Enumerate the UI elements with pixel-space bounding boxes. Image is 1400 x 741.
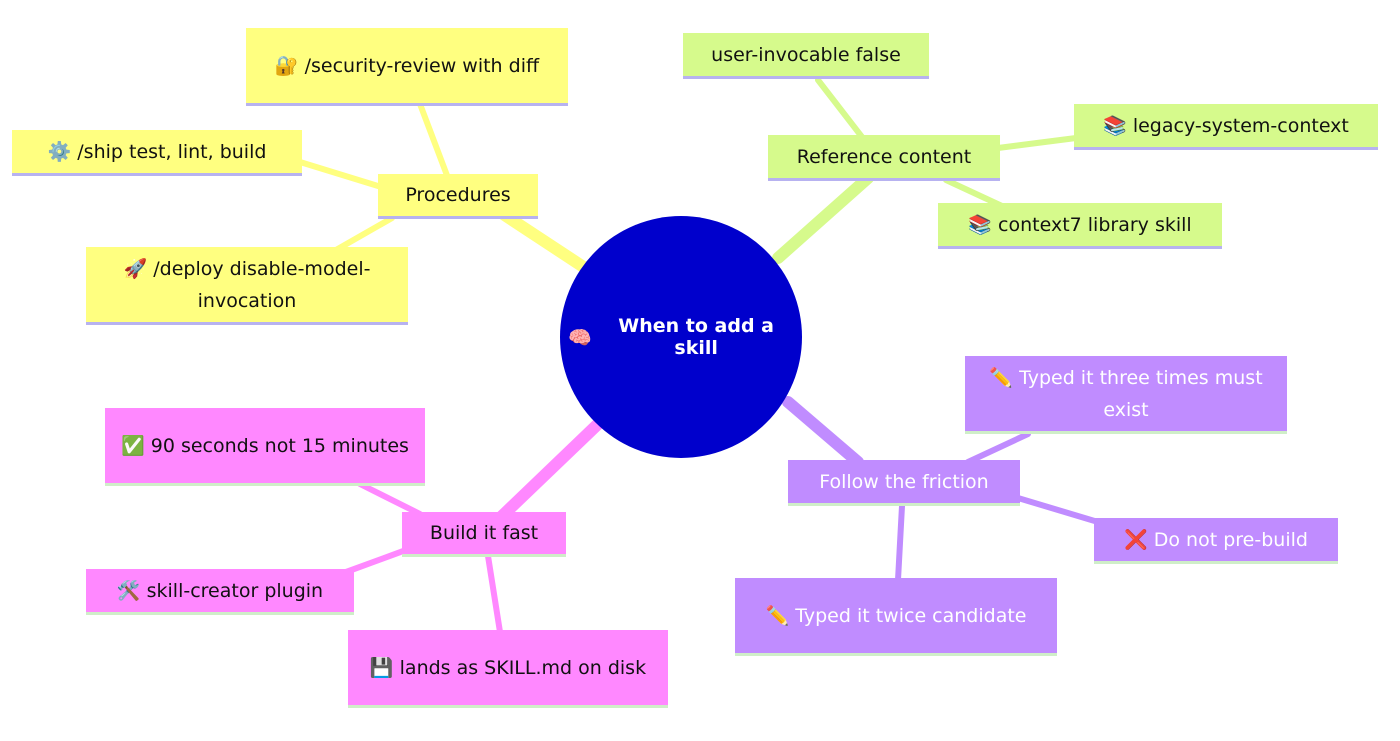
lock-icon: 🔐 xyxy=(274,54,299,77)
books-icon: 📚 xyxy=(1103,114,1127,137)
leaf-ninety-seconds[interactable]: ✅ 90 seconds not 15 minutes xyxy=(105,408,425,486)
branch-label: Build it fast xyxy=(429,522,539,544)
floppy-disk-icon: 💾 xyxy=(369,656,394,679)
pencil-icon: ✏️ xyxy=(989,366,1014,389)
edge-procedures-ship xyxy=(297,159,381,189)
leaf-typed-three-times[interactable]: ✏️ Typed it three times must exist xyxy=(965,356,1287,434)
leaf-label: lands as SKILL.md on disk xyxy=(399,656,647,679)
leaf-deploy[interactable]: 🚀 /deploy disable-model-invocation xyxy=(86,247,408,325)
edge-procedures-deploy xyxy=(333,215,395,253)
leaf-label: legacy-system-context xyxy=(1132,114,1349,137)
edge-reference-context7 xyxy=(943,177,1005,209)
edge-center-build xyxy=(494,418,604,524)
leaf-label: user-invocable false xyxy=(711,43,901,66)
pencil-icon: ✏️ xyxy=(765,604,790,627)
center-label: When to add a skill xyxy=(618,315,775,359)
check-icon: ✅ xyxy=(121,434,145,457)
branch-procedures[interactable]: Procedures xyxy=(378,174,538,219)
leaf-context7[interactable]: 📚 context7 library skill xyxy=(938,203,1222,249)
leaf-label: Typed it three times must exist xyxy=(1019,366,1263,421)
leaf-label: skill-creator plugin xyxy=(146,579,324,602)
edge-build-creator xyxy=(343,547,409,575)
leaf-typed-twice[interactable]: ✏️ Typed it twice candidate xyxy=(735,578,1057,656)
edge-friction-twice xyxy=(895,503,905,583)
edge-reference-legacy xyxy=(995,135,1079,151)
leaf-label: /security-review with diff xyxy=(304,54,540,77)
gear-icon: ⚙️ xyxy=(47,140,72,163)
rocket-icon: 🚀 xyxy=(123,257,148,280)
edge-friction-prebuild xyxy=(1015,495,1101,525)
edge-center-reference xyxy=(772,172,874,264)
branch-label: Follow the friction xyxy=(819,470,989,493)
branch-build-it-fast[interactable]: Build it fast xyxy=(402,512,566,557)
branch-label: Reference content xyxy=(796,145,972,168)
edge-friction-three xyxy=(965,431,1031,465)
books-icon: 📚 xyxy=(968,213,992,236)
branch-follow-the-friction[interactable]: Follow the friction xyxy=(788,460,1020,506)
edge-procedures-security xyxy=(417,101,451,181)
branch-reference-content[interactable]: Reference content xyxy=(768,135,1000,181)
leaf-label: 90 seconds not 15 minutes xyxy=(150,434,409,457)
leaf-user-invocable[interactable]: user-invocable false xyxy=(683,33,929,79)
leaf-label: /deploy disable-model-invocation xyxy=(153,257,371,312)
leaf-do-not-prebuild[interactable]: ❌ Do not pre-build xyxy=(1094,518,1338,564)
edge-center-friction xyxy=(782,396,864,468)
leaf-legacy-system-context[interactable]: 📚 legacy-system-context xyxy=(1074,104,1378,150)
branch-label: Procedures xyxy=(405,184,511,206)
edge-build-lands xyxy=(485,553,503,635)
leaf-skill-creator[interactable]: 🛠️ skill-creator plugin xyxy=(86,569,354,615)
cross-mark-icon: ❌ xyxy=(1124,528,1148,551)
leaf-lands-as-skill[interactable]: 💾 lands as SKILL.md on disk xyxy=(348,630,668,708)
edge-reference-user-invocable xyxy=(815,77,865,140)
leaf-ship[interactable]: ⚙️ /ship test, lint, build xyxy=(12,130,302,176)
edge-center-procedures xyxy=(494,206,591,274)
edge-build-ninety xyxy=(357,481,423,517)
leaf-security-review[interactable]: 🔐 /security-review with diff xyxy=(246,28,568,106)
leaf-label: Do not pre-build xyxy=(1153,528,1308,551)
center-node[interactable]: 🧠 When to add a skill xyxy=(560,216,802,458)
leaf-label: context7 library skill xyxy=(998,213,1192,236)
leaf-label: /ship test, lint, build xyxy=(77,140,267,163)
leaf-label: Typed it twice candidate xyxy=(795,604,1027,627)
brain-icon: 🧠 xyxy=(568,326,592,349)
tools-icon: 🛠️ xyxy=(116,579,141,602)
